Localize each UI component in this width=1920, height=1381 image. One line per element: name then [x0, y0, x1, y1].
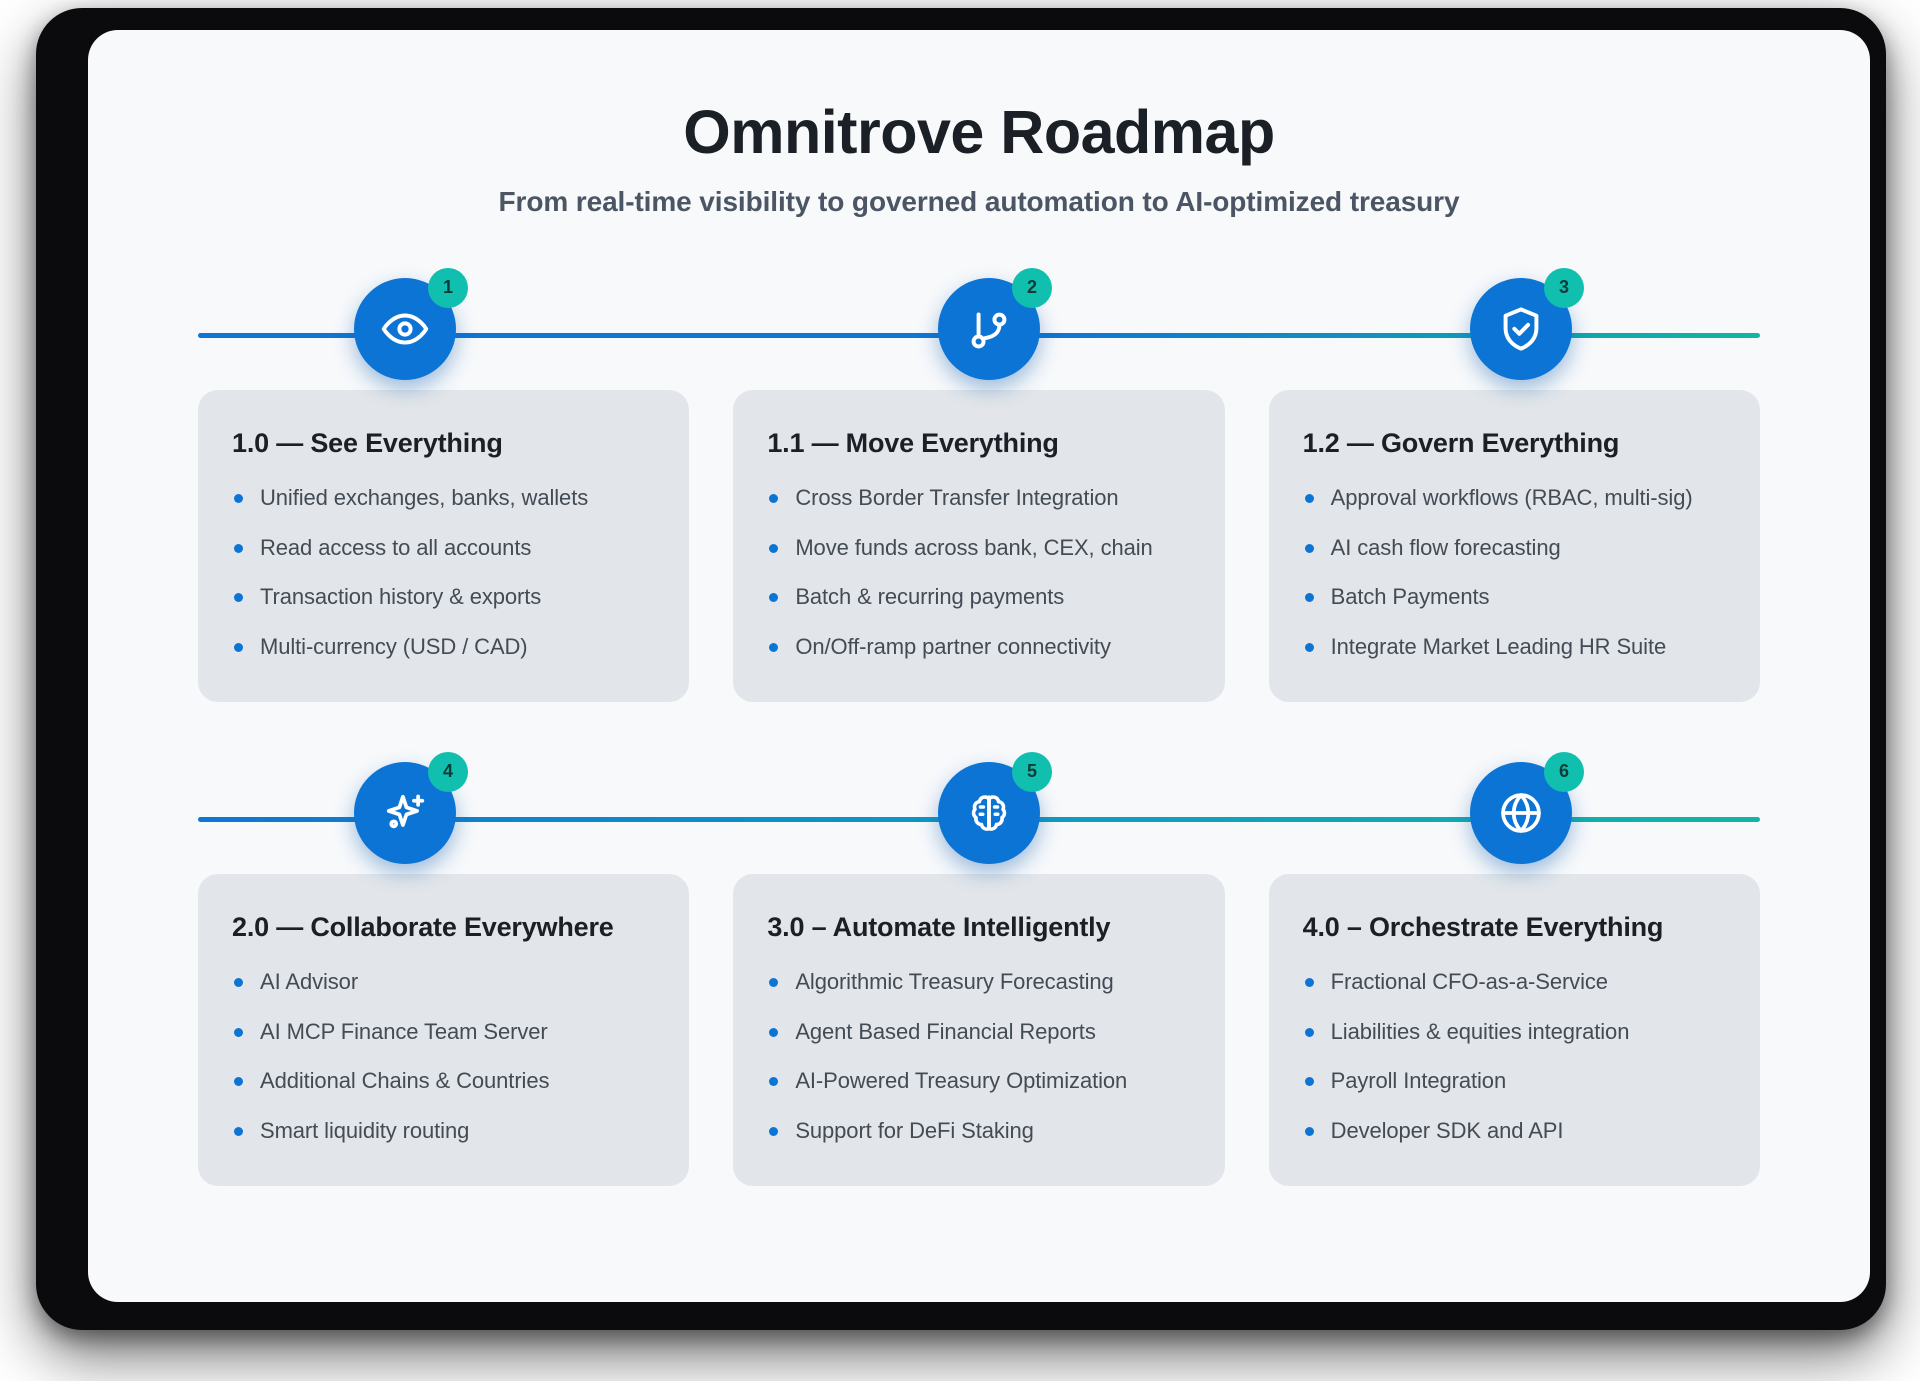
- bullet-item: Move funds across bank, CEX, chain: [767, 533, 1190, 563]
- page-subtitle: From real-time visibility to governed au…: [498, 185, 1460, 217]
- phase-card-title: 1.0 — See Everything: [232, 427, 503, 458]
- phase-card-2-1: 3.0 – Automate Intelligently Algorithmic…: [733, 873, 1225, 1186]
- bullet-item: Algorithmic Treasury Forecasting: [767, 967, 1190, 997]
- phase-card-title: 4.0 – Orchestrate Everything: [1302, 911, 1664, 942]
- roadmap-row-1: 1 2: [88, 260, 1870, 702]
- phase-card-title: 1.1 — Move Everything: [767, 427, 1059, 458]
- sparkles-icon: [386, 794, 425, 829]
- bullet-item: Support for DeFi Staking: [767, 1116, 1190, 1146]
- timeline-rail-zone-2: 4 5: [88, 744, 1870, 864]
- git-branch-icon: [971, 312, 1007, 349]
- bullet-item: Transaction history & exports: [232, 582, 655, 612]
- timeline-node-1[interactable]: 1: [354, 267, 468, 380]
- phase-card-title: 3.0 – Automate Intelligently: [767, 911, 1111, 942]
- node-badge-5: 5: [1012, 751, 1052, 792]
- bullet-item: Agent Based Financial Reports: [767, 1017, 1190, 1047]
- bullet-item: AI-Powered Treasury Optimization: [767, 1066, 1190, 1096]
- bullet-item: Multi-currency (USD / CAD): [232, 632, 655, 662]
- bullet-item: Payroll Integration: [1303, 1066, 1726, 1096]
- shield-check-icon: [1503, 307, 1539, 351]
- screen-viewport: Omnitrove Roadmap From real-time visibil…: [88, 30, 1870, 1302]
- node-badge-3: 3: [1544, 267, 1584, 308]
- page-header: Omnitrove Roadmap From real-time visibil…: [88, 30, 1870, 218]
- timeline-node-3[interactable]: 3: [1470, 267, 1584, 380]
- globe-icon: [1501, 793, 1541, 833]
- bullet-item: Developer SDK and API: [1303, 1116, 1726, 1146]
- bullet-item: Read access to all accounts: [232, 533, 655, 563]
- phase-bullet-list: Cross Border Transfer Integration Move f…: [767, 483, 1190, 662]
- bullet-item: Batch Payments: [1303, 582, 1726, 612]
- bullet-item: AI MCP Finance Team Server: [232, 1017, 655, 1047]
- timeline-node-6[interactable]: 6: [1470, 751, 1584, 864]
- phase-bullet-list: Unified exchanges, banks, wallets Read a…: [232, 483, 655, 662]
- phase-card-title: 2.0 — Collaborate Everywhere: [232, 911, 614, 942]
- phase-bullet-list: Fractional CFO-as-a-Service Liabilities …: [1303, 967, 1726, 1146]
- timeline-rail-zone-1: 1 2: [88, 260, 1870, 380]
- timeline-node-4[interactable]: 4: [354, 751, 468, 864]
- bullet-item: Smart liquidity routing: [232, 1116, 655, 1146]
- node-badge-6: 6: [1544, 751, 1584, 792]
- bullet-item: Fractional CFO-as-a-Service: [1303, 967, 1726, 997]
- timeline-node-5[interactable]: 5: [938, 751, 1052, 864]
- node-badge-1: 1: [428, 267, 468, 308]
- phase-card-title: 1.2 — Govern Everything: [1302, 427, 1620, 458]
- bullet-item: Batch & recurring payments: [767, 582, 1190, 612]
- bullet-item: Cross Border Transfer Integration: [767, 483, 1190, 513]
- device-frame: Omnitrove Roadmap From real-time visibil…: [36, 8, 1886, 1330]
- bullet-item: On/Off-ramp partner connectivity: [767, 632, 1190, 662]
- bullet-item: Unified exchanges, banks, wallets: [232, 483, 655, 513]
- phase-cards-row-2: 2.0 — Collaborate Everywhere AI Advisor …: [88, 873, 1870, 1186]
- phase-card-2-0: 2.0 — Collaborate Everywhere AI Advisor …: [198, 873, 690, 1186]
- node-badge-4: 4: [428, 751, 468, 792]
- phase-bullet-list: AI Advisor AI MCP Finance Team Server Ad…: [232, 967, 655, 1146]
- bullet-item: Approval workflows (RBAC, multi-sig): [1303, 483, 1726, 513]
- page-title: Omnitrove Roadmap: [683, 98, 1275, 166]
- phase-card-2-2: 4.0 – Orchestrate Everything Fractional …: [1268, 873, 1760, 1186]
- phase-card-1-0: 1.0 — See Everything Unified exchanges, …: [198, 389, 690, 702]
- phase-bullet-list: Algorithmic Treasury Forecasting Agent B…: [767, 967, 1190, 1146]
- bullet-item: Integrate Market Leading HR Suite: [1303, 632, 1726, 662]
- node-badge-2: 2: [1012, 267, 1052, 308]
- phase-bullet-list: Approval workflows (RBAC, multi-sig) AI …: [1303, 483, 1726, 662]
- bullet-item: Additional Chains & Countries: [232, 1066, 655, 1096]
- bullet-item: AI Advisor: [232, 967, 655, 997]
- roadmap-row-2: 4 5: [88, 744, 1870, 1186]
- bullet-item: AI cash flow forecasting: [1303, 533, 1726, 563]
- phase-card-1-1: 1.1 — Move Everything Cross Border Trans…: [733, 389, 1225, 702]
- brain-icon: [971, 795, 1007, 831]
- timeline-node-2[interactable]: 2: [938, 267, 1052, 380]
- eye-icon: [381, 313, 429, 345]
- phase-card-1-2: 1.2 — Govern Everything Approval workflo…: [1268, 389, 1760, 702]
- bullet-item: Liabilities & equities integration: [1303, 1017, 1726, 1047]
- phase-cards-row-1: 1.0 — See Everything Unified exchanges, …: [88, 389, 1870, 702]
